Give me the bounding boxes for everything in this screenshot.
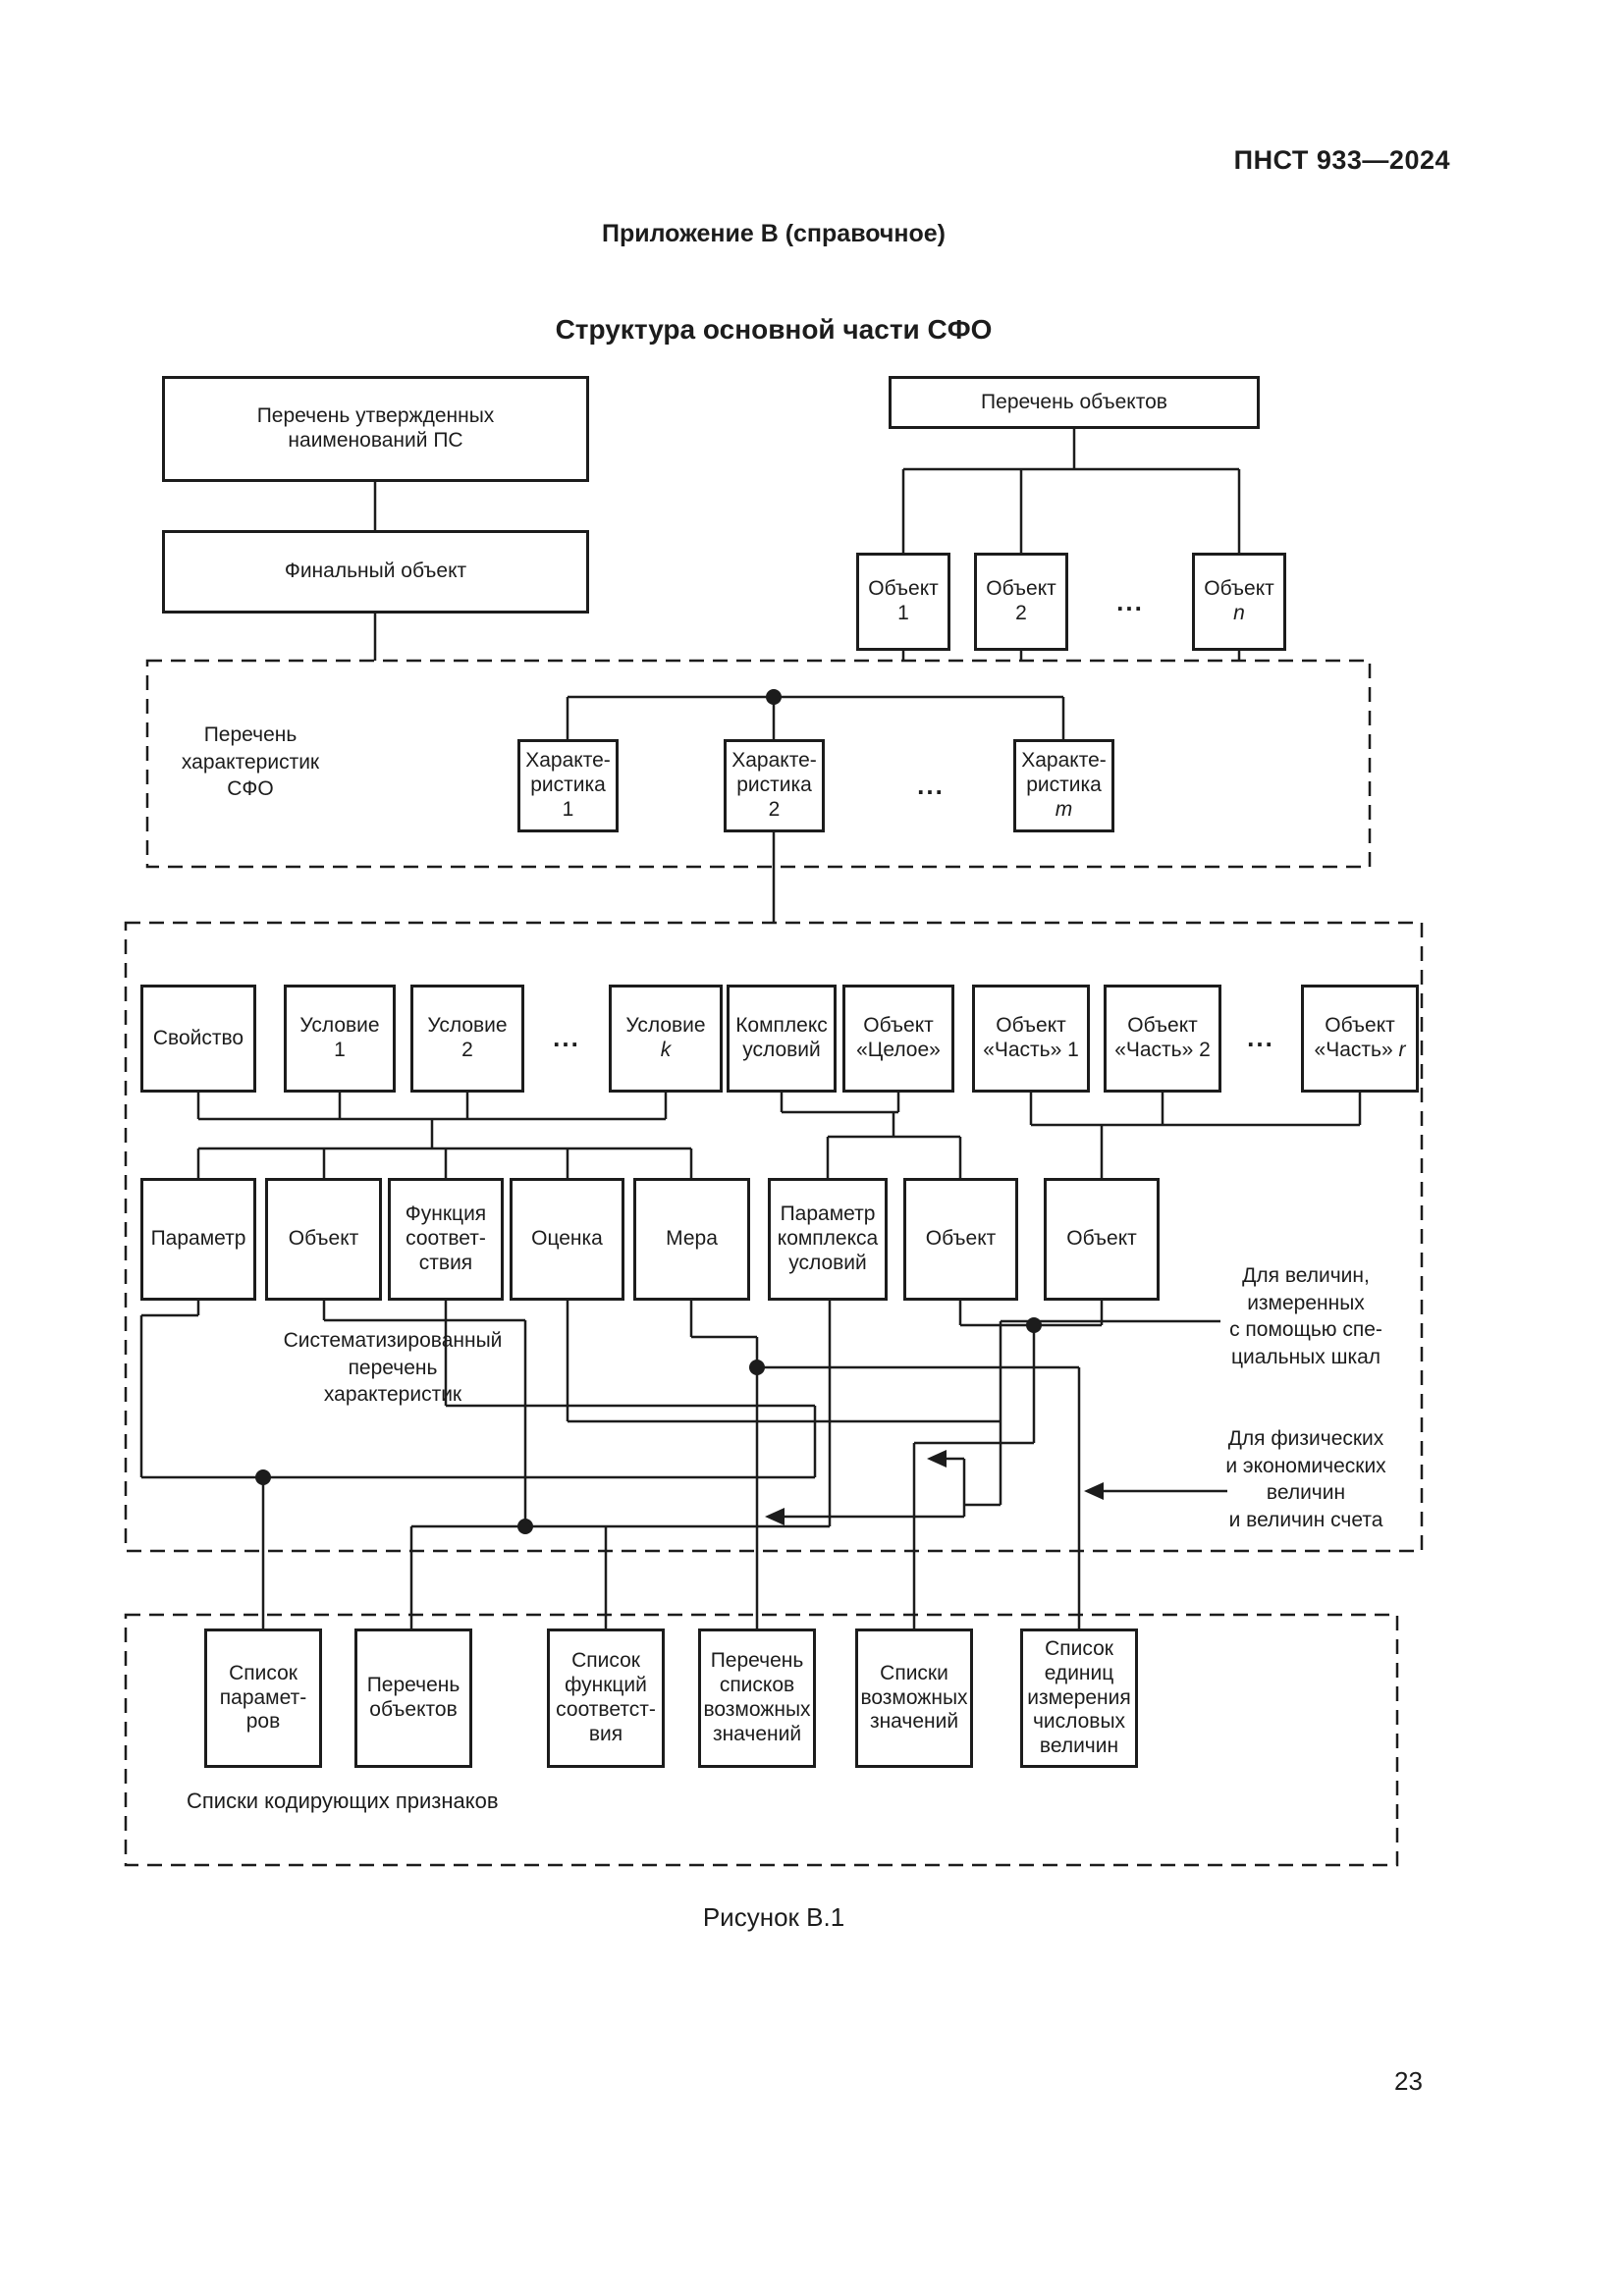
box-object-c: Объект xyxy=(1044,1178,1160,1301)
figure-caption: Рисунок В.1 xyxy=(702,1902,845,1932)
box-condition-2: Условие 2 xyxy=(410,985,524,1093)
annotation-special-scales: Для величин, измеренных с помощью спе- ц… xyxy=(1229,1264,1382,1369)
box-conditions-complex: Комплекс условий xyxy=(727,985,837,1093)
dashed-frame-characteristics xyxy=(145,659,1372,869)
box-characteristic-m: Характе- ристика m xyxy=(1013,739,1114,832)
appendix-title: Приложение В (справочное) xyxy=(0,218,1547,249)
box-correspondence-function: Функция соответ- ствия xyxy=(388,1178,504,1301)
page-number: 23 xyxy=(1394,2066,1423,2096)
box-object-part-2: Объект «Часть» 2 xyxy=(1104,985,1221,1093)
ellipsis-characteristics: ... xyxy=(917,771,945,800)
label-systematized-list: Систематизированный перечень характерист… xyxy=(283,1329,503,1407)
box-object-part-r: Объект «Часть» r xyxy=(1301,985,1419,1093)
box-characteristic-2: Характе- ристика 2 xyxy=(724,739,825,832)
box-functions-list: Список функций соответст- вия xyxy=(547,1629,665,1768)
appendix-kind: (справочное) xyxy=(785,220,947,247)
dashed-frame-coding-lists xyxy=(124,1613,1399,1867)
standard-reference: ПНСТ 933—2024 xyxy=(1233,145,1450,175)
ellipsis-object-parts: ... xyxy=(1247,1023,1274,1052)
label-characteristics-list: Перечень характеристик СФО xyxy=(181,723,320,801)
box-measure: Мера xyxy=(633,1178,750,1301)
annotation-physical-values: Для физических и экономических величин и… xyxy=(1225,1427,1386,1532)
box-object-n: Объект n xyxy=(1192,553,1286,651)
box-complex-parameter: Параметр комплекса условий xyxy=(768,1178,888,1301)
box-condition-1: Условие 1 xyxy=(284,985,396,1093)
box-object-b: Объект xyxy=(903,1178,1018,1301)
box-property: Свойство xyxy=(140,985,256,1093)
ellipsis-objects: ... xyxy=(1116,587,1144,616)
appendix-name: Приложение В xyxy=(601,220,779,247)
box-object-part-1: Объект «Часть» 1 xyxy=(972,985,1090,1093)
box-value-lists: Списки возможных значений xyxy=(855,1629,973,1768)
box-characteristic-1: Характе- ристика 1 xyxy=(517,739,619,832)
box-condition-k: Условие k xyxy=(609,985,723,1093)
box-parameter: Параметр xyxy=(140,1178,256,1301)
box-object-whole: Объект «Целое» xyxy=(842,985,954,1093)
box-objects-enumeration: Перечень объектов xyxy=(354,1629,472,1768)
arrowheads xyxy=(765,1450,1104,1525)
figure-heading: Структура основной части СФО xyxy=(555,314,993,345)
label-coding-lists: Списки кодирующих признаков xyxy=(187,1789,499,1813)
ellipsis-conditions: ... xyxy=(553,1023,580,1052)
box-final-object: Финальный объект xyxy=(162,530,589,614)
box-possible-values-lists: Перечень списков возможных значений xyxy=(698,1629,816,1768)
box-evaluation: Оценка xyxy=(510,1178,624,1301)
box-units-list: Список единиц измерения числовых величин xyxy=(1020,1629,1138,1768)
box-parameters-list: Список парамет- ров xyxy=(204,1629,322,1768)
box-approved-names-list: Перечень утвержденных наименований ПС xyxy=(162,376,589,482)
box-object-2: Объект 2 xyxy=(974,553,1068,651)
box-objects-list: Перечень объектов xyxy=(889,376,1260,429)
box-object-1: Объект 1 xyxy=(856,553,950,651)
box-object-a: Объект xyxy=(265,1178,382,1301)
junction-dots xyxy=(255,689,1042,1534)
